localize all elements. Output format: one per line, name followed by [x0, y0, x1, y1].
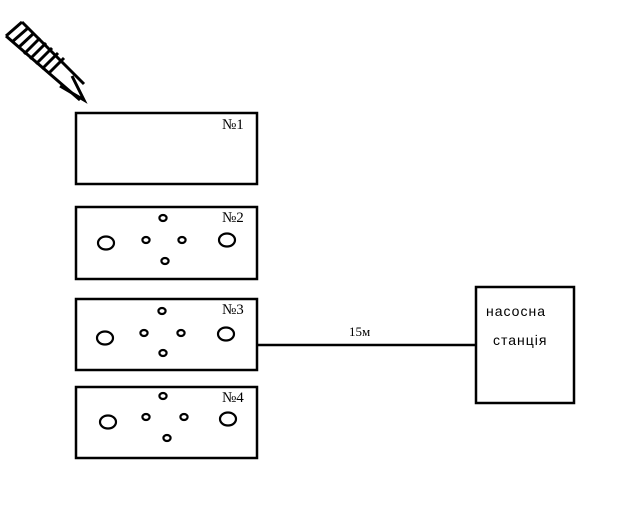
large-hole [95, 330, 115, 346]
plot-3: №3 [74, 297, 259, 372]
pumping-station: насосна станція [474, 285, 576, 405]
small-hole [158, 391, 168, 401]
small-hole [176, 328, 186, 338]
plot-4-label: №4 [222, 390, 244, 406]
small-hole [141, 412, 151, 422]
large-hole [98, 414, 118, 430]
small-hole [158, 213, 168, 223]
plot-1-label: №1 [222, 117, 244, 133]
plot-2-label: №2 [222, 210, 244, 226]
small-hole [160, 256, 170, 266]
large-hole [218, 411, 238, 427]
small-hole [158, 348, 168, 358]
small-hole [177, 235, 187, 245]
station-label-line-2: станція [493, 332, 547, 348]
large-hole [217, 232, 237, 248]
plot-1: №1 [74, 111, 259, 186]
hatched-arrow-icon [5, 20, 88, 104]
plot-3-label: №3 [222, 302, 244, 318]
small-hole [141, 235, 151, 245]
plot-2: №2 [74, 205, 259, 281]
small-hole [162, 433, 172, 443]
small-hole [157, 306, 167, 316]
large-hole [96, 235, 116, 251]
plot-4: №4 [74, 385, 259, 460]
large-hole [216, 326, 236, 342]
small-hole [139, 328, 149, 338]
pipe-connection: 15м [257, 324, 476, 347]
station-label-line-1: насосна [486, 303, 546, 319]
small-hole [179, 412, 189, 422]
distance-label: 15м [349, 324, 370, 339]
